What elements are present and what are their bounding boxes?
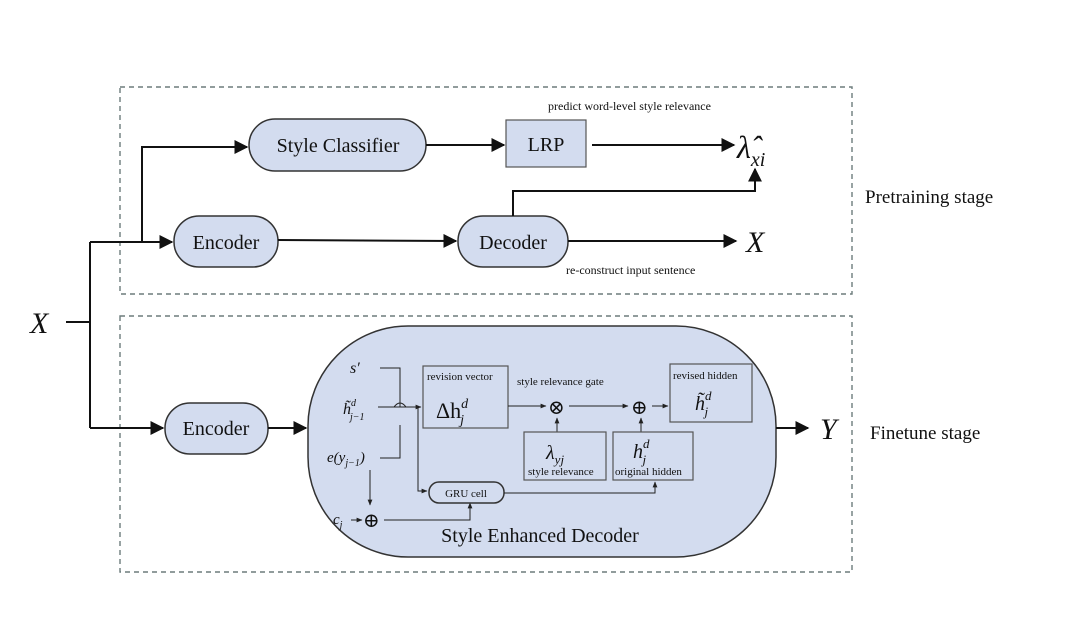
original-hidden-box: [612, 431, 694, 481]
finetune-frame: [119, 315, 853, 573]
wire-crossover: [393, 402, 407, 408]
revised-hidden-box: [669, 363, 753, 423]
style-enhanced-decoder-label: Style Enhanced Decoder: [441, 525, 639, 547]
style-relevance-label: style relevance: [528, 466, 594, 478]
gate-label: style relevance gate: [517, 376, 604, 388]
lambda-hat-output: λ̂xi: [736, 129, 765, 171]
pre-output-x: X: [745, 226, 766, 259]
lrp-label: LRP: [528, 134, 565, 156]
fine-output-y: Y: [820, 413, 840, 446]
revision-vector-box: [422, 365, 509, 429]
oplus-concat: ⊕: [363, 510, 380, 532]
wire-s-prime: [380, 367, 401, 407]
wire-e-y: [380, 425, 401, 459]
arrow-to-style-classifier: [141, 140, 249, 242]
arrow-encoder-to-decoder: [277, 233, 458, 248]
lrp-box: [505, 119, 587, 168]
oplus-add: ⊕: [631, 397, 648, 419]
e-y-input: e(yj−1): [327, 450, 365, 469]
wire-concat-to-gru: [384, 502, 473, 521]
pretraining-stage-label: Pretraining stage: [865, 187, 993, 208]
c-j-input: cj: [333, 512, 343, 531]
pre-encoder-label: Encoder: [193, 232, 260, 254]
revised-hidden-label: revised hidden: [673, 370, 738, 382]
lambda-yj: λyj: [545, 442, 564, 467]
style-relevance-box: [523, 431, 607, 481]
fine-encoder-label: Encoder: [183, 418, 250, 440]
predict-note: predict word-level style relevance: [548, 99, 711, 113]
pre-encoder-box: [173, 215, 279, 268]
wire-gru-to-orig: [504, 481, 658, 494]
arrow-decoder-to-lambda: [512, 167, 762, 216]
style-classifier-label: Style Classifier: [277, 135, 400, 157]
pre-decoder-label: Decoder: [479, 232, 547, 254]
s-prime-input: s′: [350, 360, 360, 377]
input-x: X: [29, 307, 50, 340]
input-trunk: [66, 242, 91, 428]
finetune-stage-label: Finetune stage: [870, 423, 980, 444]
gru-cell-label: GRU cell: [445, 488, 487, 500]
original-hidden-label: original hidden: [615, 466, 682, 478]
wire-h-prev-to-gru: [378, 406, 427, 491]
revision-vector-label: revision vector: [427, 371, 493, 383]
pretraining-frame: [119, 86, 853, 295]
reconstruct-note: re-construct input sentence: [566, 263, 695, 277]
otimes-gate: ⊗: [548, 397, 565, 419]
